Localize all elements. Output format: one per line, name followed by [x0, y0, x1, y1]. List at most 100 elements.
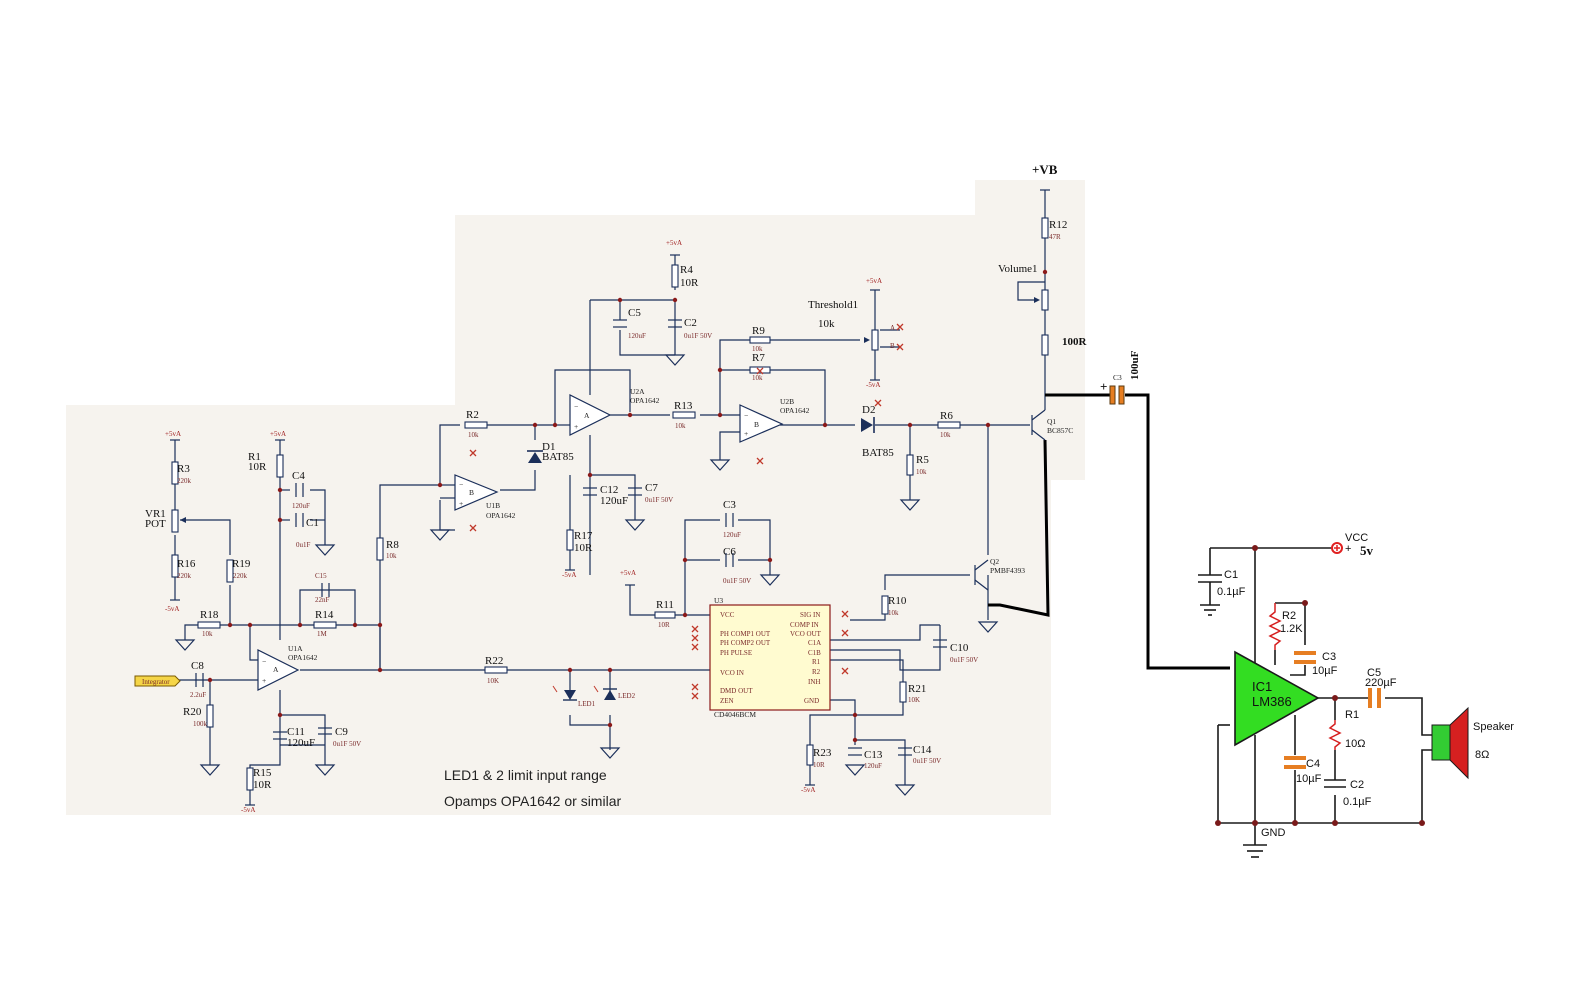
label-u2a: U2A — [630, 387, 645, 396]
pin-sig-in: SIG IN — [800, 611, 820, 619]
label-amp-c2: C2 — [1350, 779, 1364, 791]
label-c5: C5 — [628, 307, 641, 319]
value-r22: 10K — [487, 677, 499, 685]
label-volume: Volume1 — [998, 263, 1038, 275]
value-d2: BAT85 — [862, 447, 894, 459]
label-led2: LED2 — [618, 692, 636, 700]
label-u2b: U2B — [780, 397, 794, 406]
junction-dots — [207, 269, 1048, 743]
label-n5-a: -5vA — [165, 605, 179, 613]
label-u1b: U1B — [486, 501, 500, 510]
value-r23: 10R — [813, 761, 825, 769]
svg-text:A: A — [273, 665, 279, 674]
value-r4: 10R — [680, 277, 699, 289]
label-r6: R6 — [940, 410, 953, 422]
transistors — [974, 409, 1046, 591]
label-r20: R20 — [183, 706, 202, 718]
value-r2: 10k — [468, 431, 479, 439]
value-r17: 10R — [574, 542, 593, 554]
label-r1: R1 — [248, 451, 261, 463]
part-u2a: OPA1642 — [630, 396, 660, 405]
grounds — [174, 354, 999, 796]
pin-pp: PH PULSE — [720, 649, 752, 657]
value-c7: 0u1F 50V — [645, 496, 673, 504]
value-c3-u3: 120uF — [723, 531, 741, 539]
label-r5: R5 — [916, 454, 929, 466]
label-r11: R11 — [656, 599, 674, 611]
part-u2b: OPA1642 — [780, 406, 810, 415]
pin-vco-out: VCO OUT — [790, 630, 822, 638]
value-c6: 0u1F 50V — [723, 577, 751, 585]
label-n5-e: -5vA — [801, 786, 815, 794]
pin-c1a: C1A — [808, 639, 821, 647]
label-c3-top: C3 — [1113, 373, 1122, 382]
part-u1b: OPA1642 — [486, 511, 516, 520]
background-panels — [66, 180, 1085, 815]
svg-text:+: + — [262, 676, 266, 685]
pin-vco-in: VCO IN — [720, 669, 744, 677]
value-c11: 120uF — [287, 737, 315, 749]
value-r5: 10k — [916, 468, 927, 476]
label-p5-d: +5vA — [866, 277, 882, 285]
notes: LED1 & 2 limit input range Opamps OPA164… — [444, 767, 621, 809]
label-pot: POT — [145, 518, 166, 530]
lm386-amplifier — [1198, 542, 1469, 858]
value-amp-c5: 220µF — [1365, 677, 1397, 689]
svg-text:−: − — [744, 411, 748, 420]
value-c1: 0u1F — [296, 541, 311, 549]
label-r17: R17 — [574, 530, 593, 542]
value-amp-r1: 10Ω — [1345, 738, 1365, 750]
label-r3: R3 — [177, 463, 190, 475]
label-c12: C12 — [600, 484, 618, 496]
value-r19: 220k — [233, 572, 248, 580]
part-u3: CD4046BCM — [714, 710, 756, 719]
label-c1: C1 — [306, 517, 319, 529]
pin-gnd: GND — [804, 697, 819, 705]
value-c4: 120uF — [292, 502, 310, 510]
value-speaker: 8Ω — [1475, 749, 1489, 761]
label-vb: +VB — [1032, 162, 1058, 177]
pin-pc1: PH COMP1 OUT — [720, 630, 771, 638]
value-c8: 2.2uF — [190, 691, 206, 699]
label-integrator: Integrator — [142, 678, 170, 686]
value-r16: 220k — [177, 572, 192, 580]
label-speaker: Speaker — [1473, 721, 1514, 733]
value-c2: 0u1F 50V — [684, 332, 712, 340]
part-q2: PMBF4393 — [990, 566, 1025, 575]
pin-dmd: DMD OUT — [720, 687, 753, 695]
label-u3: U3 — [714, 596, 723, 605]
label-ic1: IC1 — [1252, 679, 1272, 694]
part-u1a: OPA1642 — [288, 653, 318, 662]
value-c10: 0u1F 50V — [950, 656, 978, 664]
label-n5-d: -5vA — [866, 381, 880, 389]
thick-wires — [988, 393, 1230, 670]
supply-symbols — [170, 189, 1050, 806]
pin-pc2: PH COMP2 OUT — [720, 639, 771, 647]
svg-text:−: − — [459, 480, 463, 489]
integrator-input-tag — [134, 675, 181, 687]
value-d1: BAT85 — [542, 451, 574, 463]
value-c15: 22nF — [315, 596, 330, 604]
svg-text:B: B — [754, 420, 759, 429]
label-vcc-plus: + — [1345, 543, 1351, 555]
svg-text:−: − — [262, 657, 266, 666]
label-d1: D1 — [542, 441, 555, 453]
pin-r2: R2 — [812, 668, 821, 676]
label-q2: Q2 — [990, 557, 999, 566]
label-amp-c3: C3 — [1322, 651, 1336, 663]
labels-mid: R2 10k U1B OPA1642 D1 BAT85 U2A OPA1642 … — [466, 162, 1141, 794]
label-amp-r2: R2 — [1282, 610, 1296, 622]
note-opamps: Opamps OPA1642 or similar — [444, 793, 621, 809]
label-n5-c: -5vA — [562, 571, 576, 579]
label-threshold: Threshold1 — [808, 299, 858, 311]
label-r23: R23 — [813, 747, 832, 759]
label-r9: R9 — [752, 325, 765, 337]
value-r3: 220k — [177, 477, 192, 485]
value-r13: 10k — [675, 422, 686, 430]
opamps: −+ −+ −+ −+ A B A B — [257, 394, 784, 691]
value-amp-c2: 0.1µF — [1343, 796, 1372, 808]
value-threshold: 10k — [818, 318, 835, 330]
svg-text:+: + — [744, 429, 748, 438]
label-led1: LED1 — [578, 700, 596, 708]
